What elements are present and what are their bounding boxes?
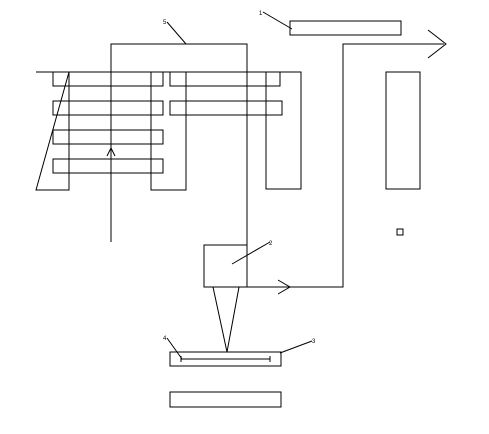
feed-arrow: [106, 146, 116, 242]
label-2: 2: [269, 241, 273, 247]
label-3: 3: [312, 339, 316, 345]
loop-path: [110, 43, 248, 245]
label-5: 5: [163, 20, 167, 26]
left-bar-2: [52, 100, 164, 116]
right-comb-structure: [169, 71, 302, 190]
output-path: [247, 29, 447, 295]
side-block: [385, 71, 421, 190]
output-arrow-head: [427, 29, 447, 59]
leader-1: [262, 11, 293, 30]
bottom-plate: [169, 391, 282, 408]
leader-2: [231, 241, 271, 265]
leader-5: [166, 21, 187, 45]
right-bar-2: [169, 100, 283, 116]
reference-numerals: 1 2 3 4 5: [163, 11, 316, 345]
label-1: 1: [259, 11, 263, 17]
substrate: [169, 351, 282, 367]
beam-cone: [212, 286, 240, 353]
small-square-marker: [396, 228, 404, 236]
leader-lines: [166, 11, 313, 360]
right-bar-1: [169, 71, 281, 87]
processing-unit: [203, 244, 248, 288]
left-bar-3: [52, 129, 164, 145]
left-comb-structure: [35, 71, 187, 191]
left-bar-1: [52, 71, 164, 87]
left-bar-4: [52, 158, 164, 174]
substrate-assembly: [169, 351, 282, 367]
right-tooth: [265, 71, 302, 190]
leader-3: [279, 340, 313, 354]
inline-arrow-head: [277, 279, 291, 295]
top-element: [289, 20, 402, 36]
label-4: 4: [163, 336, 167, 342]
leader-4: [166, 337, 183, 360]
